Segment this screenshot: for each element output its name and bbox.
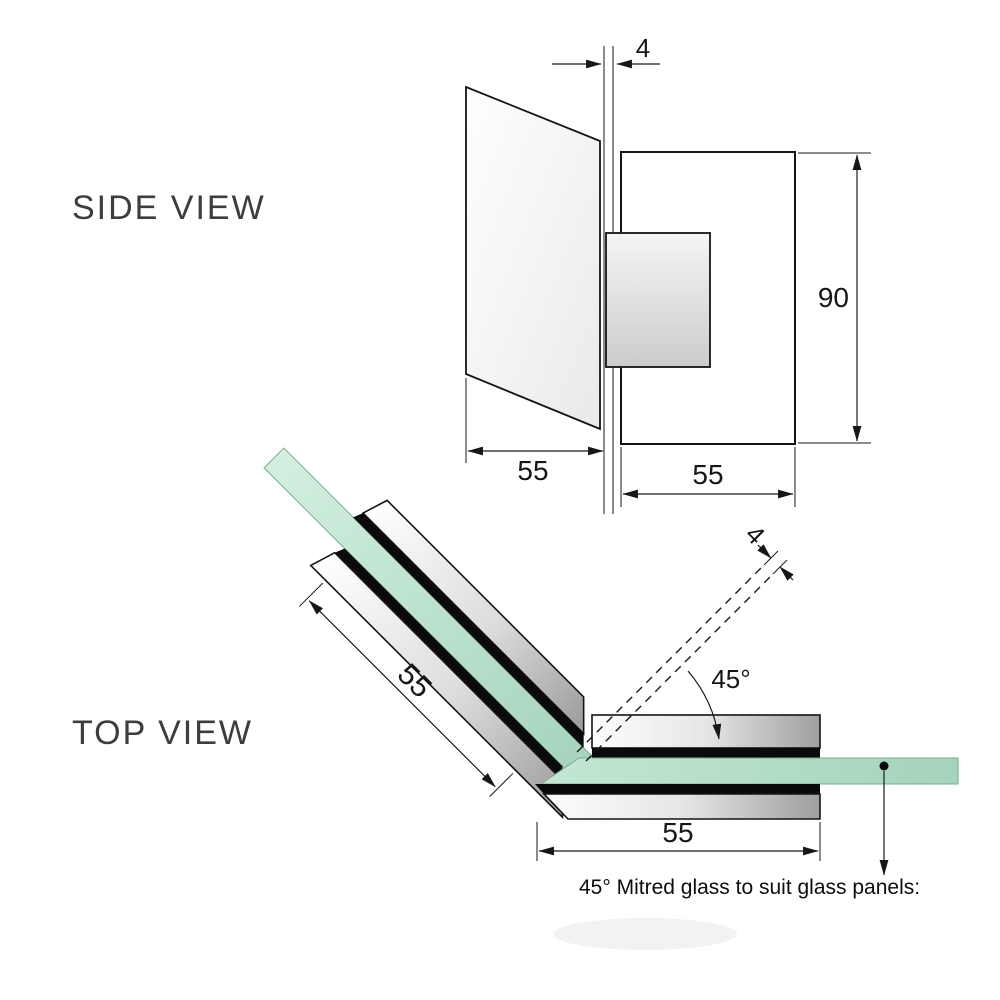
top-horizontal-lower-plate	[542, 793, 821, 820]
side-dim-plate-label: 55	[692, 459, 723, 490]
top-diagonal-assembly: 55	[263, 447, 602, 820]
top-dim-gap-arrow-upper	[757, 544, 772, 559]
side-dim-gap-label: 4	[636, 33, 650, 63]
top-dim-plate-label: 55	[662, 817, 693, 848]
top-diagonal-glass	[263, 447, 602, 786]
side-glass-panel	[465, 85, 601, 431]
side-dim-glass-label: 55	[517, 455, 548, 486]
top-dim-gap-label: 4	[740, 519, 771, 550]
mitre-caption: 45° Mitred glass to suit glass panels:	[579, 876, 920, 899]
top-horizontal-upper-gasket	[592, 748, 820, 758]
top-horizontal-lower-gasket	[535, 784, 820, 794]
shadow-smudge	[553, 918, 737, 950]
top-dim-gap-arrow-lower	[779, 566, 794, 581]
top-dim-clamp-ext-left	[299, 582, 324, 607]
top-dashed-line-lower	[585, 575, 772, 762]
side-view-title: SIDE VIEW	[72, 189, 266, 227]
top-dim-clamp-ext-right	[489, 772, 514, 798]
glass-leader-dot	[879, 761, 889, 771]
top-horizontal-glass	[539, 757, 959, 785]
side-hinge-block	[605, 232, 711, 368]
top-dashed-line-upper	[576, 566, 763, 753]
top-view-title: TOP VIEW	[72, 714, 253, 752]
side-dim-height-label: 90	[818, 282, 849, 313]
top-horizontal-upper-plate	[591, 714, 821, 749]
top-dim-clamp-line	[308, 600, 496, 788]
top-angle-arc	[687, 670, 722, 740]
top-angle-label: 45°	[711, 664, 750, 694]
